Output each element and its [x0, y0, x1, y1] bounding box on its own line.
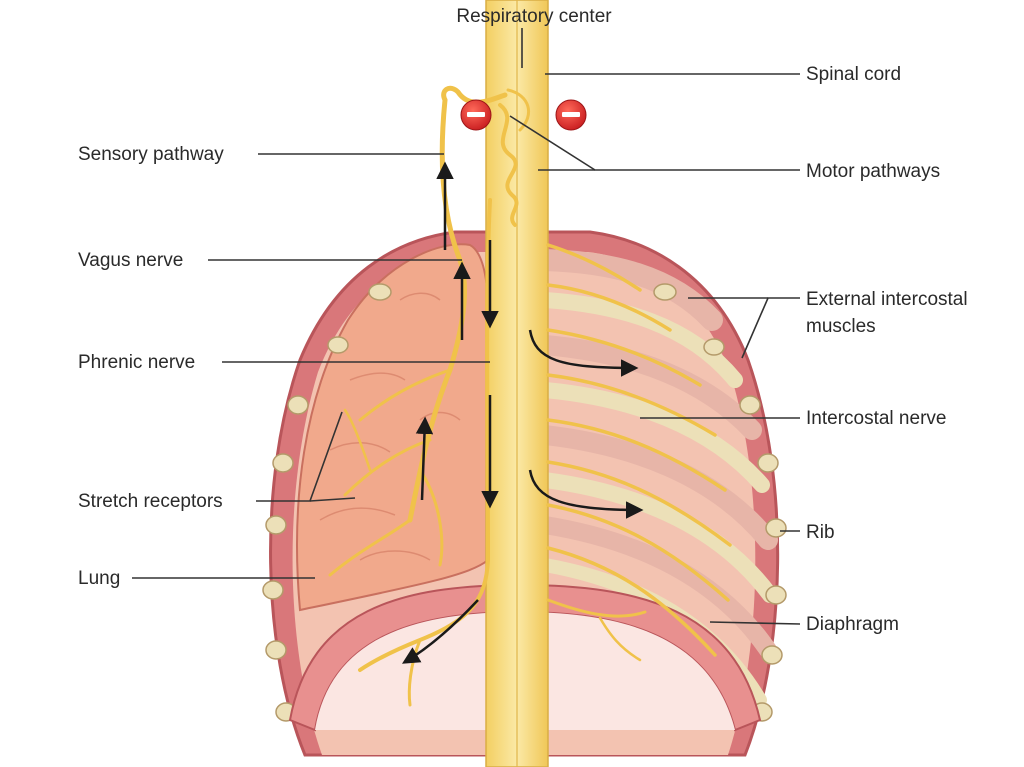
label-respiratory-center: Respiratory center [456, 6, 612, 27]
label-external-intercostal-line2: muscles [806, 316, 876, 337]
lung [297, 244, 489, 610]
inhibition-symbol-right [556, 100, 586, 130]
label-vagus-nerve: Vagus nerve [78, 250, 183, 271]
label-intercostal-nerve: Intercostal nerve [806, 408, 946, 429]
label-external-intercostal-line1: External intercostal [806, 289, 968, 310]
label-diaphragm: Diaphragm [806, 614, 899, 635]
label-rib: Rib [806, 522, 835, 543]
label-motor-pathways: Motor pathways [806, 161, 940, 182]
label-spinal-cord: Spinal cord [806, 64, 901, 85]
inhibition-symbol-left [461, 100, 491, 130]
label-sensory-pathway: Sensory pathway [78, 144, 224, 165]
label-lung: Lung [78, 568, 120, 589]
label-phrenic-nerve: Phrenic nerve [78, 352, 195, 373]
label-stretch-receptors: Stretch receptors [78, 491, 223, 512]
